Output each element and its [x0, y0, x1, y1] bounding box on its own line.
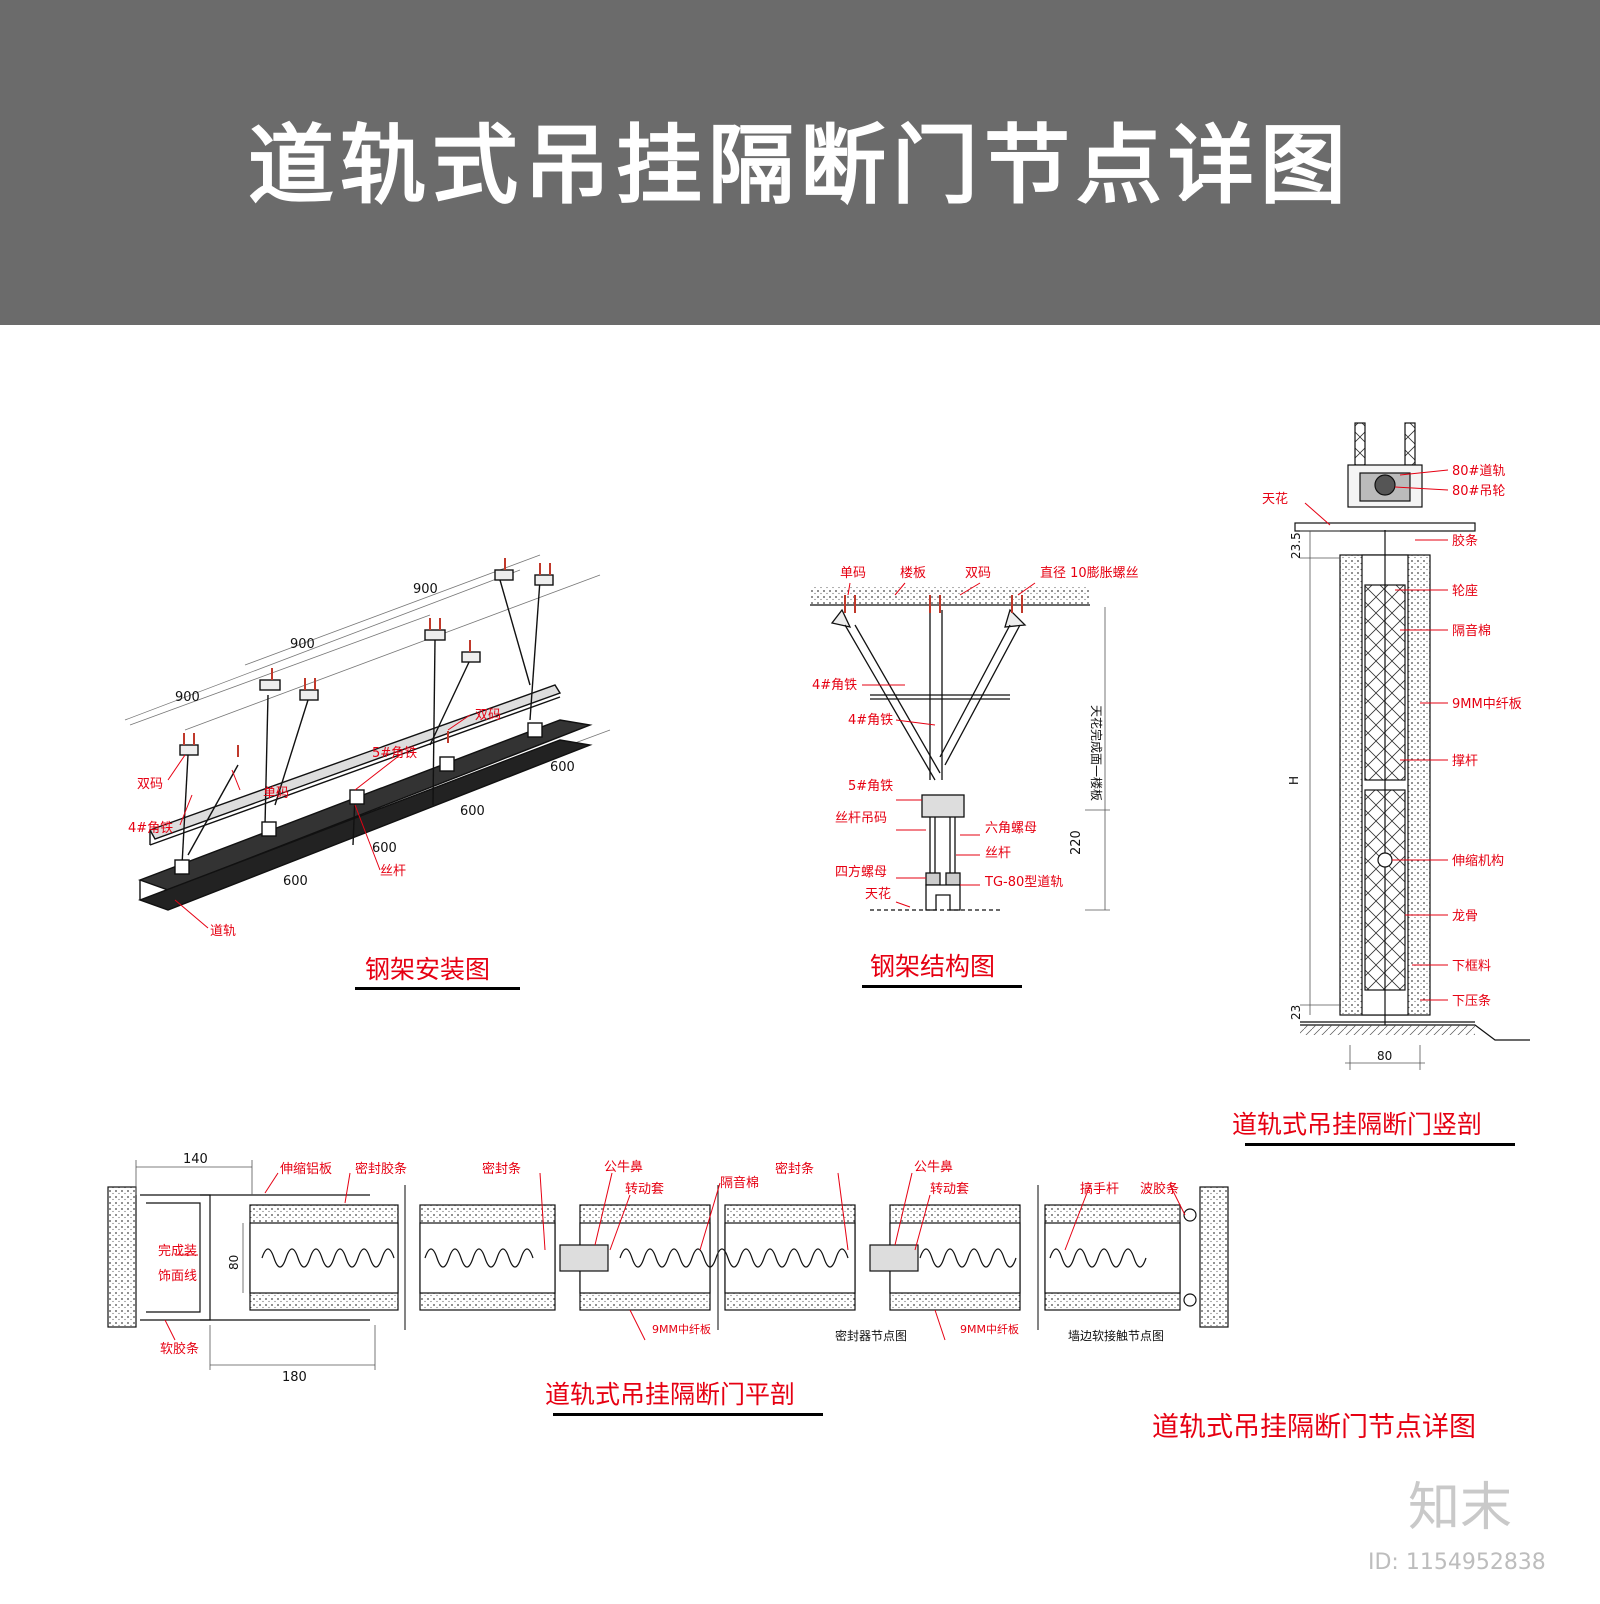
- dim-900-c: 900: [175, 690, 200, 705]
- label-telescopic: 伸缩机构: [1452, 853, 1504, 869]
- label-keel: 龙骨: [1452, 909, 1478, 924]
- caption-rule-install: [355, 987, 520, 990]
- steel-install-drawing: [124, 554, 611, 929]
- label-shuangma-top: 双码: [965, 566, 991, 581]
- label-angle-5: 5#角铁: [372, 746, 417, 761]
- caption-steel-structure: 钢架结构图: [870, 952, 996, 981]
- label-square-nut: 四方螺母: [835, 864, 887, 880]
- caption-plan-section: 道轨式吊挂隔断门平剖: [545, 1380, 796, 1409]
- dim-900-a: 900: [413, 582, 438, 597]
- label-bull-nose-a: 公牛鼻: [604, 1159, 643, 1175]
- title-banner: 道轨式吊挂隔断门节点详图: [0, 0, 1600, 325]
- label-angle-4-b: 4#角铁: [848, 713, 893, 728]
- label-mdf-9mm: 9MM中纤板: [1452, 697, 1522, 712]
- label-rail: 道轨: [210, 924, 236, 939]
- label-seal-rubber: 密封胶条: [355, 1161, 407, 1177]
- drawing-canvas: 900 900 900 600 600 600 600 双码 双码 单码 4#角…: [0, 325, 1600, 1600]
- brand-id: ID: 1154952838: [1368, 1550, 1546, 1575]
- label-mdf-b: 9MM中纤板: [960, 1322, 1019, 1336]
- dim-600-b: 600: [460, 804, 485, 819]
- label-bull-nose-b: 公牛鼻: [914, 1159, 953, 1175]
- dim-80-v: 80: [1377, 1049, 1392, 1063]
- label-bottom-frame: 下框料: [1452, 959, 1491, 974]
- label-danma: 单码: [263, 786, 289, 801]
- structure-labels: 单码 楼板 双码 直径 10膨胀螺丝 4#角铁 4#角铁 5#角铁 丝杆吊码 四…: [812, 566, 1139, 902]
- caption-rule-plan: [553, 1413, 823, 1416]
- plan-dimensions: 140 80 180: [183, 1152, 307, 1385]
- label-handle-rod: 搞手杆: [1080, 1181, 1119, 1197]
- label-wheel-seat: 轮座: [1452, 584, 1478, 599]
- label-rotating-sleeve-b: 转动套: [930, 1181, 969, 1197]
- label-strut: 撑杆: [1452, 754, 1478, 769]
- label-telescopic-plate: 伸缩铝板: [280, 1161, 332, 1177]
- label-rubber-strip: 胶条: [1452, 533, 1478, 549]
- vertical-section-drawing: [1294, 422, 1530, 1070]
- dim-600-d: 600: [283, 874, 308, 889]
- label-slab: 楼板: [900, 566, 926, 581]
- label-seal-strip-a: 密封条: [482, 1161, 521, 1177]
- label-shuangma-left: 双码: [137, 777, 163, 792]
- caption-vertical-section: 道轨式吊挂隔断门竖剖: [1232, 1110, 1483, 1139]
- dim-180: 180: [282, 1370, 307, 1385]
- caption-rule-structure: [862, 985, 1022, 988]
- label-finish-b: 饰面线: [158, 1269, 197, 1284]
- dim-140: 140: [183, 1152, 208, 1167]
- dim-23: 23: [1289, 1005, 1303, 1020]
- vertical-dimensions: 23.5 H 23 80: [1287, 532, 1392, 1063]
- label-insulation-p: 隔音棉: [720, 1175, 759, 1191]
- dim-220: 220: [1069, 830, 1084, 855]
- cad-drawings: 900 900 900 600 600 600 600 双码 双码 单码 4#角…: [107, 422, 1530, 1385]
- label-rail-80: 80#道轨: [1452, 464, 1505, 479]
- label-wheel-80: 80#吊轮: [1452, 484, 1505, 499]
- dim-23-5: 23.5: [1289, 532, 1303, 559]
- label-angle-5: 5#角铁: [848, 779, 893, 794]
- page-title: 道轨式吊挂隔断门节点详图: [248, 115, 1352, 216]
- label-ceiling-v: 天花: [1262, 491, 1288, 507]
- label-wall-node: 墙边软接触节点图: [1068, 1328, 1164, 1343]
- label-tg80-rail: TG-80型道轨: [984, 875, 1063, 890]
- dim-80-p: 80: [227, 1255, 241, 1270]
- brand-logo: 知末: [1408, 1478, 1513, 1538]
- label-finish-a: 完成装: [158, 1244, 197, 1259]
- label-seal-node: 密封器节点图: [835, 1328, 907, 1343]
- label-seal-strip-b: 密封条: [775, 1161, 814, 1177]
- label-rod: 丝杆: [985, 846, 1011, 861]
- plan-section-drawing: [107, 1160, 1229, 1370]
- label-rotating-sleeve-a: 转动套: [625, 1181, 664, 1197]
- label-soft-rubber: 软胶条: [160, 1341, 199, 1357]
- label-wave-strip: 波胶条: [1140, 1181, 1179, 1197]
- label-screw-rod: 丝杆: [380, 864, 406, 879]
- label-rod-hanger: 丝杆吊码: [835, 811, 887, 826]
- dim-600-c: 600: [372, 841, 397, 856]
- label-shuangma-right: 双码: [475, 708, 501, 723]
- plan-labels: 伸缩铝板 密封胶条 密封条 公牛鼻 转动套 隔音棉 密封条 公牛鼻 转动套 搞手…: [158, 1159, 1179, 1357]
- dim-600-a: 600: [550, 760, 575, 775]
- label-insulation: 隔音棉: [1452, 623, 1491, 639]
- label-hex-nut: 六角螺母: [985, 821, 1037, 836]
- label-bottom-strip: 下压条: [1452, 993, 1491, 1009]
- label-mdf-a: 9MM中纤板: [652, 1322, 711, 1336]
- label-expansion-bolt: 直径 10膨胀螺丝: [1040, 566, 1139, 581]
- install-labels: 双码 双码 单码 4#角铁 5#角铁 丝杆 道轨: [128, 708, 501, 939]
- label-ceiling: 天花: [865, 886, 891, 902]
- dim-ceiling-slab: 天花完成面一楼板: [1089, 705, 1104, 801]
- caption-steel-install: 钢架安装图: [365, 955, 491, 984]
- dim-900-b: 900: [290, 637, 315, 652]
- dim-h: H: [1287, 776, 1301, 785]
- vertical-labels: 80#道轨 80#吊轮 胶条 轮座 隔音棉 9MM中纤板 撑杆 伸缩机构 龙骨 …: [1262, 464, 1522, 1009]
- caption-sheet-title: 道轨式吊挂隔断门节点详图: [1152, 1412, 1476, 1443]
- label-angle-4-a: 4#角铁: [812, 678, 857, 693]
- steel-structure-drawing: [810, 582, 1110, 911]
- install-dimensions: 900 900 900 600 600 600 600: [175, 582, 575, 889]
- label-angle-4: 4#角铁: [128, 821, 173, 836]
- caption-rule-vertical: [1245, 1143, 1515, 1146]
- label-danma-top: 单码: [840, 566, 866, 581]
